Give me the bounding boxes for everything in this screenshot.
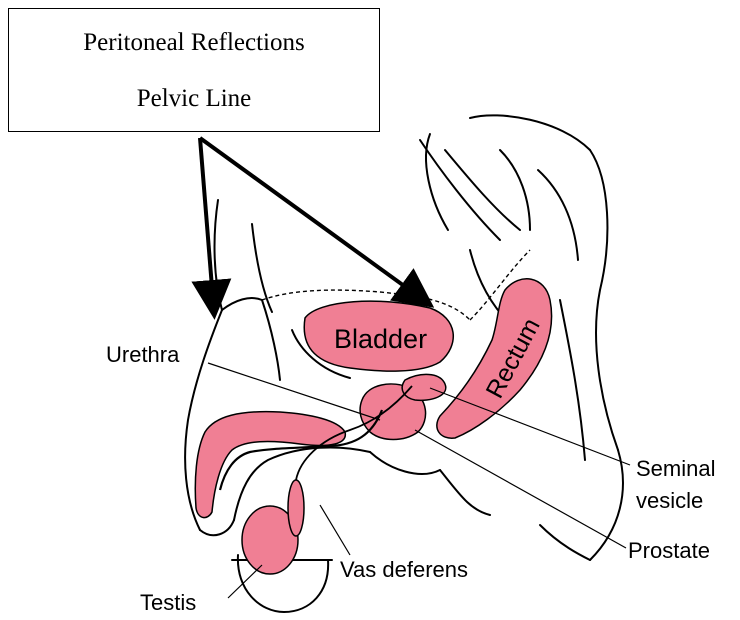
seminal-label-line1: Seminal <box>636 456 715 481</box>
epididymis-shape <box>288 480 304 536</box>
arrow-to-bladder-peritoneum <box>200 138 418 296</box>
vas-deferens-leader <box>320 505 350 555</box>
callout-box: Peritoneal Reflections Pelvic Line <box>8 8 380 132</box>
seminal-vesicle-shape <box>402 374 446 400</box>
penile-tissue-shape <box>195 412 345 518</box>
urethra-leader <box>208 363 380 420</box>
prostate-leader <box>415 430 626 548</box>
seminal-label-line2: vesicle <box>636 488 703 513</box>
callout-title: Peritoneal Reflections <box>9 29 379 57</box>
rectum-shape <box>437 279 552 438</box>
bladder-label: Bladder <box>334 324 427 354</box>
arrow-to-abdominal-wall <box>200 138 213 300</box>
callout-arrows <box>200 138 418 300</box>
testis-label: Testis <box>140 590 196 615</box>
vas-deferens-label: Vas deferens <box>340 557 468 582</box>
testis-leader <box>228 565 262 598</box>
prostate-label: Prostate <box>628 538 710 563</box>
urethra-label: Urethra <box>106 342 180 367</box>
callout-subtitle: Pelvic Line <box>9 85 379 113</box>
